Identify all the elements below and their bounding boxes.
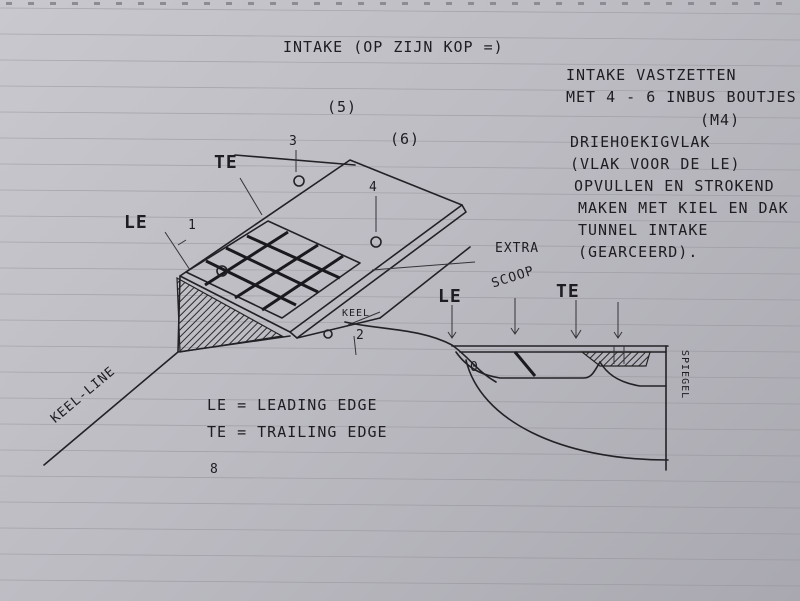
margin-mark <box>534 2 540 5</box>
margin-mark <box>314 2 320 5</box>
label-num-2: 2 <box>356 328 365 343</box>
ruled-line <box>0 189 800 197</box>
label-le-side: LE <box>438 286 462 307</box>
label-keel: KEEL <box>342 308 371 319</box>
label-num-3: 3 <box>289 134 298 149</box>
margin-mark <box>688 2 694 5</box>
margin-mark <box>600 2 606 5</box>
side-arrows <box>447 298 623 339</box>
note-line-6: OPVULLEN EN STROKEND <box>574 177 775 195</box>
margin-mark <box>248 2 254 5</box>
intake-grill <box>185 220 361 319</box>
margin-mark <box>424 2 430 5</box>
margin-mark <box>556 2 562 5</box>
bolt-hole-1 <box>216 265 228 277</box>
margin-mark <box>226 2 232 5</box>
label-hole-o: 0 <box>470 360 479 375</box>
margin-mark <box>116 2 122 5</box>
label-num-6: (6) <box>390 130 421 148</box>
margin-mark <box>578 2 584 5</box>
ruled-line <box>0 527 800 535</box>
label-le-iso: LE <box>124 212 148 233</box>
ruled-line <box>0 293 800 301</box>
margin-mark <box>72 2 78 5</box>
margin-mark <box>644 2 650 5</box>
margin-mark <box>160 2 166 5</box>
margin-mark <box>512 2 518 5</box>
margin-mark <box>336 2 342 5</box>
margin-mark <box>710 2 716 5</box>
bolt-hole-2 <box>323 329 333 339</box>
side-profile <box>451 345 669 471</box>
ruled-line <box>0 553 800 561</box>
ruled-line <box>0 501 800 509</box>
ruled-line <box>0 215 800 223</box>
margin-mark <box>6 2 12 5</box>
margin-mark <box>358 2 364 5</box>
margin-mark <box>666 2 672 5</box>
note-line-2: MET 4 - 6 INBUS BOUTJES <box>566 88 797 106</box>
ruled-line <box>0 241 800 249</box>
ruled-line <box>0 475 800 483</box>
keel-line <box>43 351 179 466</box>
label-num-4: 4 <box>369 180 378 195</box>
ruled-line <box>0 163 800 171</box>
ruled-line <box>0 7 800 15</box>
note-line-1: INTAKE VASTZETTEN <box>566 66 737 84</box>
ruled-line <box>0 85 800 93</box>
margin-mark <box>754 2 760 5</box>
legend-le: LE = LEADING EDGE <box>207 396 378 414</box>
margin-mark <box>490 2 496 5</box>
ruled-line <box>0 267 800 275</box>
note-line-4: DRIEHOEKIGVLAK <box>570 133 711 151</box>
margin-mark <box>446 2 452 5</box>
ruled-line <box>0 59 800 67</box>
ruled-line <box>0 137 800 145</box>
margin-mark <box>28 2 34 5</box>
margin-mark <box>138 2 144 5</box>
margin-mark <box>182 2 188 5</box>
margin-mark <box>50 2 56 5</box>
label-te-side: TE <box>556 281 580 302</box>
note-line-3: (M4) <box>700 111 741 129</box>
label-num-1: 1 <box>188 218 197 233</box>
label-extra: EXTRA <box>495 241 540 256</box>
page-mark: 8 <box>210 462 219 477</box>
note-line-9: (GEARCEERD). <box>578 243 699 261</box>
note-line-7: MAKEN MET KIEL EN DAK <box>578 199 789 217</box>
note-line-8: TUNNEL INTAKE <box>578 221 709 239</box>
margin-mark <box>270 2 276 5</box>
ruled-line <box>0 579 800 587</box>
margin-mark <box>622 2 628 5</box>
margin-mark <box>204 2 210 5</box>
margin-mark <box>468 2 474 5</box>
margin-mark <box>380 2 386 5</box>
label-spiegel: SPIEGEL <box>679 350 690 400</box>
legend-te: TE = TRAILING EDGE <box>207 423 388 441</box>
title: INTAKE (OP ZIJN KOP =) <box>283 38 504 56</box>
keel-curve <box>344 321 497 383</box>
ruled-line <box>0 319 800 327</box>
bolt-hole-3 <box>293 175 305 187</box>
bolt-hole-4 <box>370 236 382 248</box>
note-line-5: (VLAK VOOR DE LE) <box>570 155 741 173</box>
label-num-5: (5) <box>327 98 358 116</box>
margin-mark <box>776 2 782 5</box>
leader-lines <box>164 150 476 356</box>
bolt-holes <box>216 175 382 339</box>
margin-mark <box>402 2 408 5</box>
intake-body <box>177 154 471 353</box>
margin-mark <box>292 2 298 5</box>
margin-mark <box>94 2 100 5</box>
ruled-line <box>0 33 800 41</box>
margin-mark <box>732 2 738 5</box>
label-te-iso: TE <box>214 152 238 173</box>
ruled-line <box>0 111 800 119</box>
